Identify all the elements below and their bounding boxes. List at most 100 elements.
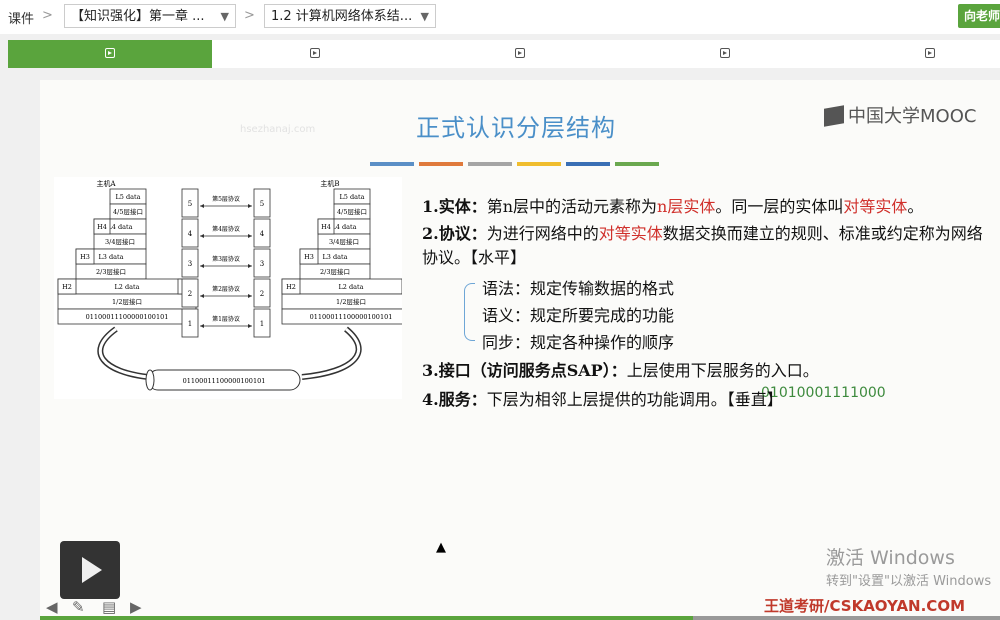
text: 第n层中的活动元素称为	[486, 197, 658, 216]
lesson-select[interactable]: 1.2 计算机网络体系结... ▼	[264, 4, 436, 28]
mooc-logo: 中国大学MOOC	[824, 102, 976, 128]
dropdown-arrow-icon: ▼	[220, 10, 229, 23]
video-tab-5[interactable]	[828, 40, 1000, 68]
progress-bar[interactable]	[40, 616, 1000, 620]
video-tab-1[interactable]	[8, 40, 212, 68]
arrow-head	[200, 204, 204, 208]
accent-bar	[370, 162, 414, 166]
header-box	[75, 248, 95, 265]
protocol-element-syntax: 语法：规定传输数据的格式	[482, 279, 675, 298]
forward-arrow-icon[interactable]: ▶	[130, 598, 142, 616]
stack-row-label: 2/3层接口	[320, 267, 350, 276]
header-label: H4	[97, 223, 107, 231]
play-icon	[925, 48, 935, 58]
protocol-label: 第4层协议	[212, 225, 240, 233]
layer-number: 3	[260, 260, 264, 268]
layer-box	[253, 188, 271, 218]
highlight: n层实体	[657, 197, 716, 216]
point-number: 2.协议：	[422, 224, 487, 243]
header-label: H2	[286, 283, 296, 291]
point-number: 1.实体：	[422, 197, 487, 216]
video-tab-3[interactable]	[418, 40, 622, 68]
header-box	[299, 248, 319, 265]
header-box	[57, 278, 77, 295]
stack-row-label: 1/2层接口	[336, 297, 366, 306]
accent-bar	[419, 162, 463, 166]
accent-bar	[517, 162, 561, 166]
layer-number: 1	[188, 320, 192, 328]
text: 。同一层的实体叫	[715, 197, 844, 216]
text: 上层使用下层服务的入口。	[626, 361, 819, 380]
accent-bar	[468, 162, 512, 166]
binary-example: 01010001111000	[761, 385, 886, 401]
text: 下层为相邻上层提供的功能调用。【垂直】	[486, 390, 783, 409]
pipe-bits: 01100011100000100101	[183, 377, 266, 385]
pen-icon[interactable]: ✎	[72, 598, 85, 616]
point-number: 3.接口（访问服务点SAP）：	[422, 361, 627, 380]
play-icon	[310, 48, 320, 58]
highlight: 对等实体	[843, 197, 908, 216]
header-box	[281, 278, 301, 295]
activation-title: 激活 Windows	[826, 547, 955, 569]
protocol-element-timing: 同步：规定各种操作的顺序	[482, 333, 675, 352]
breadcrumb-root[interactable]: 课件	[8, 12, 35, 27]
text: 为进行网络中的	[486, 224, 599, 243]
layer-number: 5	[188, 200, 192, 208]
ask-teacher-button[interactable]: 向老师	[958, 4, 1000, 28]
arrow-head	[248, 264, 252, 268]
protocol-label: 第3层协议	[212, 255, 240, 263]
layer-number: 4	[260, 230, 265, 238]
notes-icon[interactable]: ▤	[102, 598, 117, 616]
text: 。	[907, 197, 924, 216]
layer-number: 5	[260, 200, 264, 208]
arrow-head	[200, 234, 204, 238]
layer-box	[181, 248, 199, 278]
video-tab-2[interactable]	[213, 40, 417, 68]
mouse-cursor-icon: ▲	[436, 540, 446, 555]
mooc-logo-icon	[824, 105, 844, 127]
layer-number: 4	[188, 230, 193, 238]
layer-box	[181, 308, 199, 338]
play-button[interactable]	[60, 541, 120, 599]
point-entity: 1.实体：第n层中的活动元素称为n层实体。同一层的实体叫对等实体。	[422, 195, 923, 219]
dropdown-arrow-icon: ▼	[420, 10, 429, 23]
arrow-head	[248, 324, 252, 328]
accent-bar	[566, 162, 610, 166]
stack-row-label: 01100011100000100101	[310, 313, 393, 321]
header-label: H2	[62, 283, 72, 291]
arrow-head	[200, 264, 204, 268]
slide-title: 正式认识分层结构	[416, 114, 616, 142]
protocol-label: 第2层协议	[212, 285, 240, 293]
point-service: 4.服务：下层为相邻上层提供的功能调用。【垂直】	[422, 388, 783, 412]
stack-row-label: 4/5层接口	[337, 207, 367, 216]
video-tabs	[8, 40, 1000, 68]
layer-box	[181, 278, 199, 308]
back-arrow-icon[interactable]: ◀	[46, 598, 58, 616]
layer-box	[253, 218, 271, 248]
protocol-element-semantics: 语义：规定所要完成的功能	[482, 306, 675, 325]
chapter-select-value: 【知识强化】第一章 ...	[71, 9, 205, 24]
arrow-head	[248, 204, 252, 208]
layer-number: 2	[188, 290, 192, 298]
header-label: H4	[321, 223, 331, 231]
top-bar: 课件 > 【知识强化】第一章 ... ▼ > 1.2 计算机网络体系结... ▼…	[0, 0, 1000, 34]
layer-number: 3	[188, 260, 192, 268]
header-label: H3	[304, 253, 314, 261]
play-icon	[515, 48, 525, 58]
video-tab-4[interactable]	[623, 40, 827, 68]
chapter-select[interactable]: 【知识强化】第一章 ... ▼	[64, 4, 236, 28]
chevron-right-icon: >	[244, 8, 255, 23]
header-box	[317, 218, 335, 235]
point-number: 4.服务：	[422, 390, 487, 409]
layer-box	[181, 188, 199, 218]
mooc-logo-text: 中国大学MOOC	[848, 106, 977, 127]
accent-bar	[615, 162, 659, 166]
arrow-head	[248, 234, 252, 238]
stack-row-label: 2/3层接口	[96, 267, 126, 276]
host-label: 主机B	[320, 179, 339, 188]
brace-icon	[464, 283, 475, 341]
